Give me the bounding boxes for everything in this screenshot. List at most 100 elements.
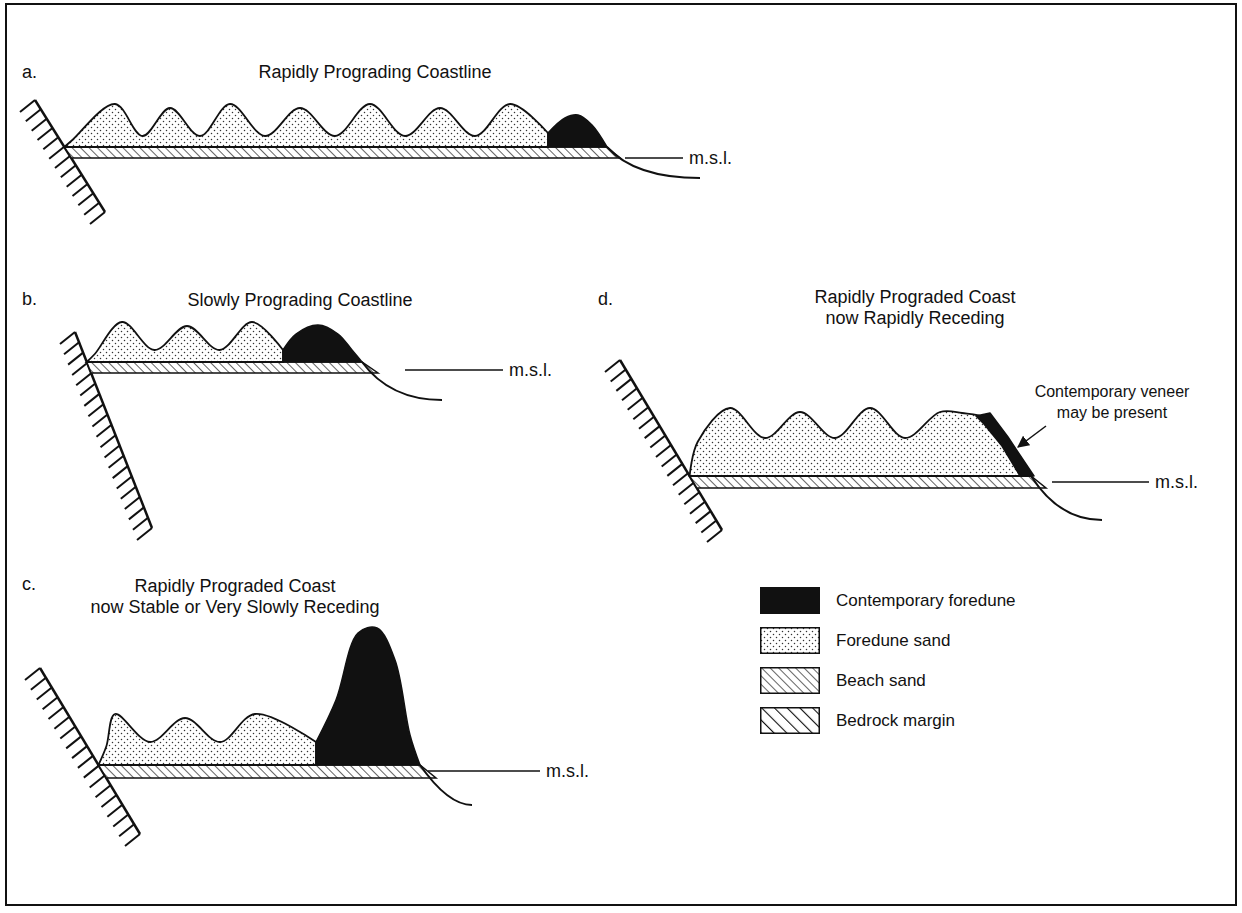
bedrock-hatch (67, 175, 82, 187)
bedrock-hatch (605, 360, 620, 372)
panel-title: Rapidly Prograded Coast now Stable or Ve… (90, 576, 379, 618)
bedrock-hatch (662, 454, 677, 466)
panel-letter: c. (22, 574, 36, 595)
bedrock-hatch (650, 436, 665, 448)
bedrock-hatch (628, 398, 643, 410)
bedrock-hatch (611, 369, 626, 381)
bedrock-hatch (121, 487, 136, 499)
bedrock-hatch (119, 824, 134, 836)
beach-sand (690, 476, 1046, 488)
contemporary-foredune (316, 627, 420, 765)
bedrock-hatch (68, 353, 83, 365)
legend-swatch (760, 667, 820, 694)
bedrock-hatch (645, 426, 660, 438)
panel-title: Slowly Prograding Coastline (187, 290, 412, 311)
bedrock-hatch (84, 766, 99, 778)
bedrock-hatch (679, 483, 694, 495)
foredune-sand (98, 714, 316, 765)
bedrock-hatch (49, 147, 64, 159)
bedrock-hatch (125, 497, 140, 509)
foredune-sand (87, 322, 283, 362)
legend-text: Contemporary foredune (836, 591, 1016, 611)
bedrock-hatch (78, 193, 93, 205)
bedrock-hatch (684, 492, 699, 504)
bedrock-hatch (38, 128, 53, 140)
bedrock-hatch (109, 456, 124, 468)
coast-profile (20, 100, 700, 224)
bedrock-hatch (667, 464, 682, 476)
panel-letter: a. (22, 62, 37, 83)
bedrock-hatch (133, 518, 148, 530)
coast-profile (25, 627, 540, 846)
bedrock-hatch (101, 435, 116, 447)
sea-level-label: m.s.l. (509, 360, 552, 381)
sea-level-line (625, 157, 683, 159)
bedrock-hatch (707, 530, 722, 542)
bedrock-hatch (673, 473, 688, 485)
sea-level-line (1052, 481, 1149, 483)
shore-slope (362, 362, 442, 400)
callout-note: Contemporary veneer may be present (1035, 381, 1190, 423)
bedrock-hatch (107, 805, 122, 817)
bedrock-hatch (90, 775, 105, 787)
bedrock-hatch (696, 511, 711, 523)
bedrock-hatch (60, 332, 75, 344)
panel-title: Rapidly Prograding Coastline (258, 62, 491, 83)
bedrock-hatch (129, 507, 144, 519)
legend-sample (761, 628, 820, 654)
contemporary-foredune (283, 325, 362, 362)
bedrock-hatch (101, 795, 116, 807)
bedrock-hatch (49, 707, 64, 719)
bedrock-hatch (72, 363, 87, 375)
sea-level-label: m.s.l. (1155, 472, 1198, 493)
panel-letter: b. (22, 289, 37, 310)
bedrock-hatch (60, 727, 75, 739)
contemporary-foredune (548, 115, 607, 147)
shore-slope (607, 147, 700, 178)
bedrock-hatch (61, 165, 76, 177)
legend-row: Contemporary foredune (760, 587, 1016, 614)
legend-swatch (760, 707, 820, 734)
bedrock-hatch (43, 697, 58, 709)
legend-swatch (760, 587, 820, 614)
legend-swatch (760, 627, 820, 654)
bedrock-hatch (701, 521, 716, 533)
bedrock-hatch (125, 834, 140, 846)
legend-sample (761, 668, 820, 694)
legend-sample (761, 708, 820, 734)
bedrock-hatch (37, 688, 52, 700)
bedrock-hatch (64, 342, 79, 354)
bedrock-hatch (113, 814, 128, 826)
bedrock-hatch (622, 388, 637, 400)
sea-level-line (428, 770, 540, 772)
bedrock-hatch (84, 394, 99, 406)
beach-sand (64, 147, 620, 158)
bedrock-hatch (54, 717, 69, 729)
bedrock-hatch (26, 109, 41, 121)
bedrock-hatch (76, 373, 91, 385)
legend-text: Bedrock margin (836, 711, 955, 731)
bedrock-hatch (25, 668, 40, 680)
bedrock-hatch (80, 384, 95, 396)
bedrock-hatch (43, 137, 58, 149)
bedrock-hatch (55, 156, 70, 168)
bedrock-hatch (616, 379, 631, 391)
bedrock-hatch (96, 785, 111, 797)
bedrock-hatch (31, 678, 46, 690)
coast-profile (60, 322, 503, 540)
bedrock-hatch (117, 476, 132, 488)
bedrock-hatch (66, 736, 81, 748)
legend-row: Beach sand (760, 667, 926, 694)
sea-level-line (405, 369, 503, 371)
sea-level-label: m.s.l. (546, 761, 589, 782)
foredune-sand (64, 104, 548, 147)
bedrock-hatch (105, 445, 120, 457)
legend-row: Bedrock margin (760, 707, 955, 734)
bedrock-hatch (656, 445, 671, 457)
bedrock-hatch (88, 404, 103, 416)
bedrock-hatch (32, 119, 47, 131)
bedrock-hatch (690, 502, 705, 514)
bedrock-hatch (78, 756, 93, 768)
bedrock-hatch (96, 425, 111, 437)
